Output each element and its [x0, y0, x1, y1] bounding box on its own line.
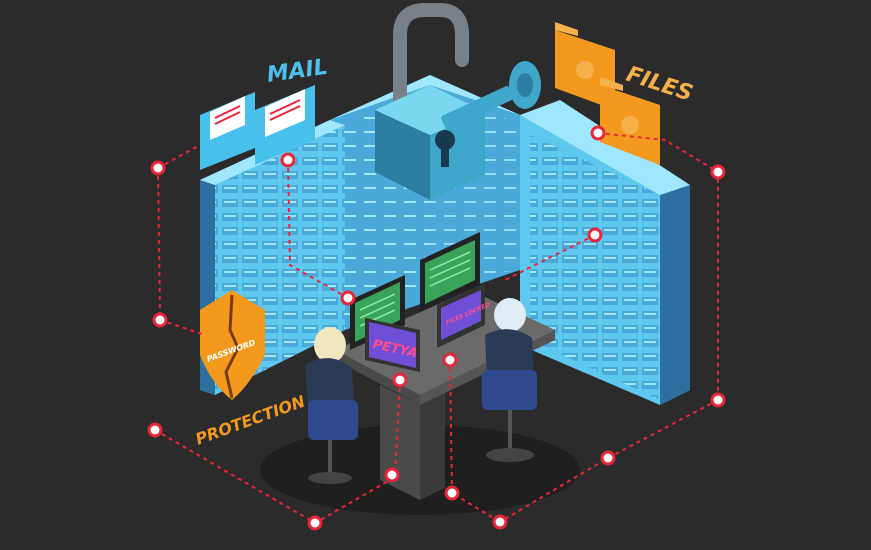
node [442, 352, 458, 368]
node [710, 392, 726, 408]
node [150, 160, 166, 176]
node [492, 514, 508, 530]
laptop-left: PETYA [365, 318, 420, 372]
node [152, 312, 168, 328]
node [384, 467, 400, 483]
laptop-right: FILES LOCKED [437, 283, 491, 348]
node [392, 372, 408, 388]
protection-label: PROTECTION [193, 391, 308, 448]
node [590, 125, 606, 141]
node [280, 152, 296, 168]
lock-icon [375, 3, 485, 200]
person-left [305, 327, 358, 484]
mail-icon [200, 92, 255, 170]
key-icon [441, 61, 541, 130]
person-right [482, 298, 537, 462]
folder-icon-2 [600, 77, 660, 165]
node [340, 290, 356, 306]
node [147, 422, 163, 438]
network-lines [154, 132, 719, 525]
server-rack-right [520, 100, 690, 405]
mail-icon-2 [255, 85, 315, 165]
monitor-right [420, 232, 480, 312]
node [307, 515, 323, 531]
shield-icon: PASSWORD [200, 290, 265, 400]
mail-label: MAIL [265, 55, 329, 88]
node [444, 485, 460, 501]
node [710, 164, 726, 180]
network-nodes [147, 125, 726, 531]
node [587, 227, 603, 243]
node [600, 450, 616, 466]
